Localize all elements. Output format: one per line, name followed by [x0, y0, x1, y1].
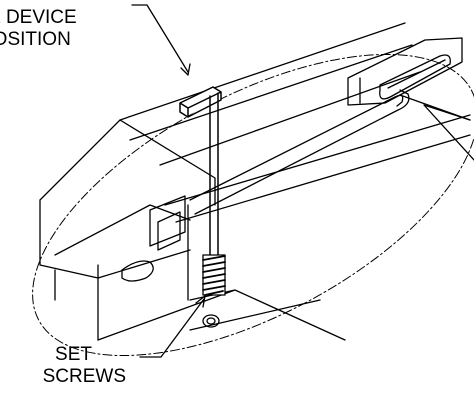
guide-rail-upper [119, 22, 421, 166]
leader-set-screws [139, 295, 206, 358]
callout-lock-line2: POSITION [0, 29, 71, 50]
base-plate [97, 289, 346, 341]
callout-set-line1: SET [55, 344, 92, 365]
screw-hole-inner [206, 317, 216, 325]
housing-fastener [121, 260, 154, 282]
housing-block [39, 119, 216, 341]
side-plate [423, 104, 474, 161]
callout-set-line2: SCREWS [42, 366, 126, 387]
screw-hole [202, 314, 220, 328]
guide-rail-lower [164, 114, 471, 223]
hex-key [179, 86, 222, 263]
leader-lock-device [131, 4, 191, 76]
slot-block [347, 37, 463, 106]
callout-set-screws: SET SCREWS [32, 344, 126, 388]
housing-window [149, 195, 186, 251]
set-screw-thread [202, 255, 226, 296]
callout-lock-line1: K DEVICE [0, 7, 77, 28]
callout-lock-device: K DEVICE POSITION [0, 7, 77, 51]
